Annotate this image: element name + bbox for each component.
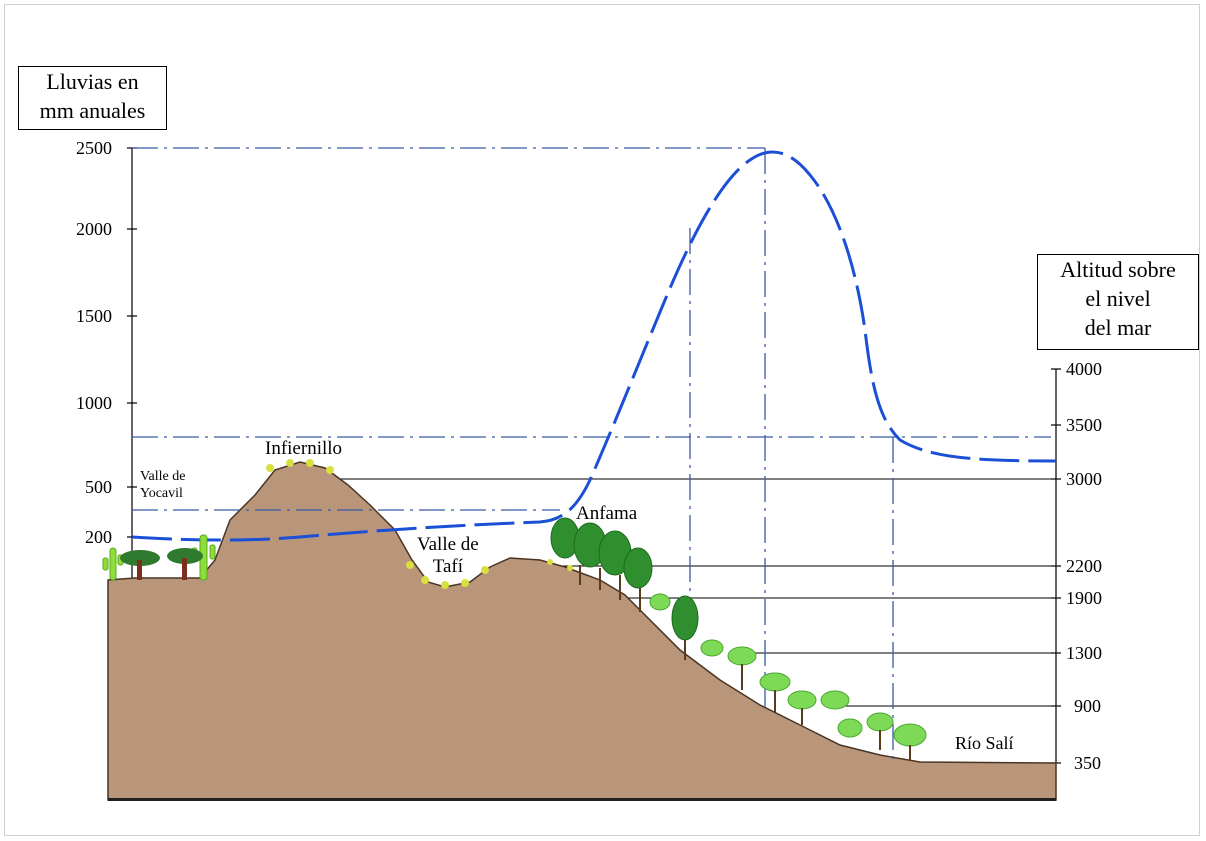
- label-valle-yocavil-line2: Yocavil: [140, 486, 183, 501]
- right-tick-label: 1900: [1066, 588, 1102, 608]
- label-valle-yocavil: Valle de Yocavil: [140, 468, 185, 502]
- lowland-trunks: [741, 664, 911, 760]
- right-axis-title-line2: el nivel: [1085, 286, 1151, 311]
- lowland-forest: [649, 593, 927, 747]
- right-axis-title-line3: del mar: [1084, 315, 1152, 340]
- left-tick-label: 200: [85, 527, 112, 547]
- terrain-base-edge: [108, 798, 1056, 801]
- label-anfama: Anfama: [576, 503, 638, 524]
- left-axis-title: Lluvias en mm anuales: [18, 66, 167, 130]
- left-tick-label: 1000: [76, 393, 112, 413]
- label-valle-tafi: Valle de Tafí: [417, 534, 479, 578]
- right-axis-title: Altitud sobre el nivel del mar: [1037, 254, 1199, 350]
- right-tick-label: 350: [1074, 753, 1101, 773]
- cloud-forest: [550, 517, 699, 641]
- left-tick-label: 500: [85, 477, 112, 497]
- terrain-profile: [107, 461, 1057, 801]
- label-valle-tafi-line1: Valle de: [417, 534, 479, 555]
- right-tick-label: 900: [1074, 696, 1101, 716]
- shrub-group: [120, 548, 203, 580]
- grass-dots: [266, 459, 573, 589]
- figure-frame: [4, 4, 1200, 836]
- rainfall-curve: [131, 150, 1057, 542]
- left-axis-title-line1: Lluvias en: [46, 69, 139, 94]
- label-infiernillo: Infiernillo: [265, 438, 343, 459]
- right-tick-label: 3500: [1066, 415, 1102, 435]
- label-rio-sali: Río Salí: [955, 733, 1014, 753]
- guide-lines: [132, 147, 1051, 765]
- left-tick-label: 2500: [76, 138, 112, 158]
- forest-trunks: [579, 565, 686, 660]
- left-tick-label: 1500: [76, 306, 112, 326]
- right-tick-label: 1300: [1066, 643, 1102, 663]
- right-axis-title-line1: Altitud sobre: [1060, 257, 1176, 282]
- label-valle-yocavil-line1: Valle de: [140, 469, 186, 484]
- right-tick-label: 3000: [1066, 469, 1102, 489]
- left-axis-title-line2: mm anuales: [39, 98, 146, 123]
- left-tick-label: 2000: [76, 219, 112, 239]
- right-tick-label: 4000: [1066, 359, 1102, 379]
- right-tick-label: 2200: [1066, 556, 1102, 576]
- label-valle-tafi-line2: Tafí: [432, 556, 464, 577]
